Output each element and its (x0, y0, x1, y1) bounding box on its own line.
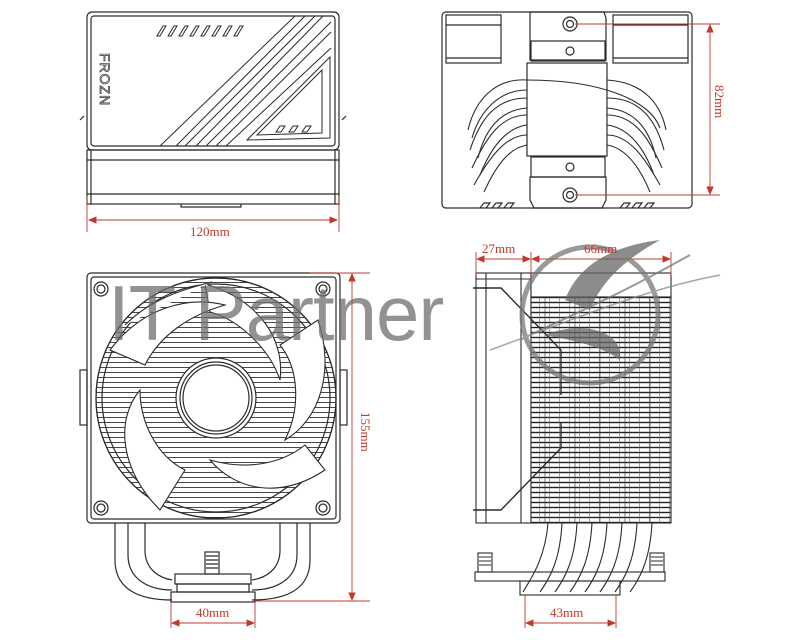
label-27mm: 27mm (482, 241, 516, 256)
dimension-82mm (575, 23, 720, 196)
dimension-120mm (86, 196, 340, 232)
label-120mm: 120mm (190, 224, 230, 239)
product-logo: FROZN (97, 53, 113, 106)
label-40mm: 40mm (196, 605, 230, 620)
label-66mm: 66mm (584, 241, 618, 256)
label-43mm: 43mm (550, 605, 584, 620)
dimension-155mm (255, 272, 370, 602)
side-view (473, 272, 672, 596)
watermark-text: IT Partner (108, 269, 444, 357)
top-view: FROZN (79, 11, 347, 208)
front-view (79, 272, 348, 603)
label-155mm: 155mm (358, 412, 373, 452)
dimension-40mm (170, 602, 256, 628)
bottom-view (441, 11, 693, 209)
watermark-logo (489, 240, 721, 386)
label-82mm: 82mm (712, 85, 727, 119)
dimension-43mm (524, 595, 617, 628)
